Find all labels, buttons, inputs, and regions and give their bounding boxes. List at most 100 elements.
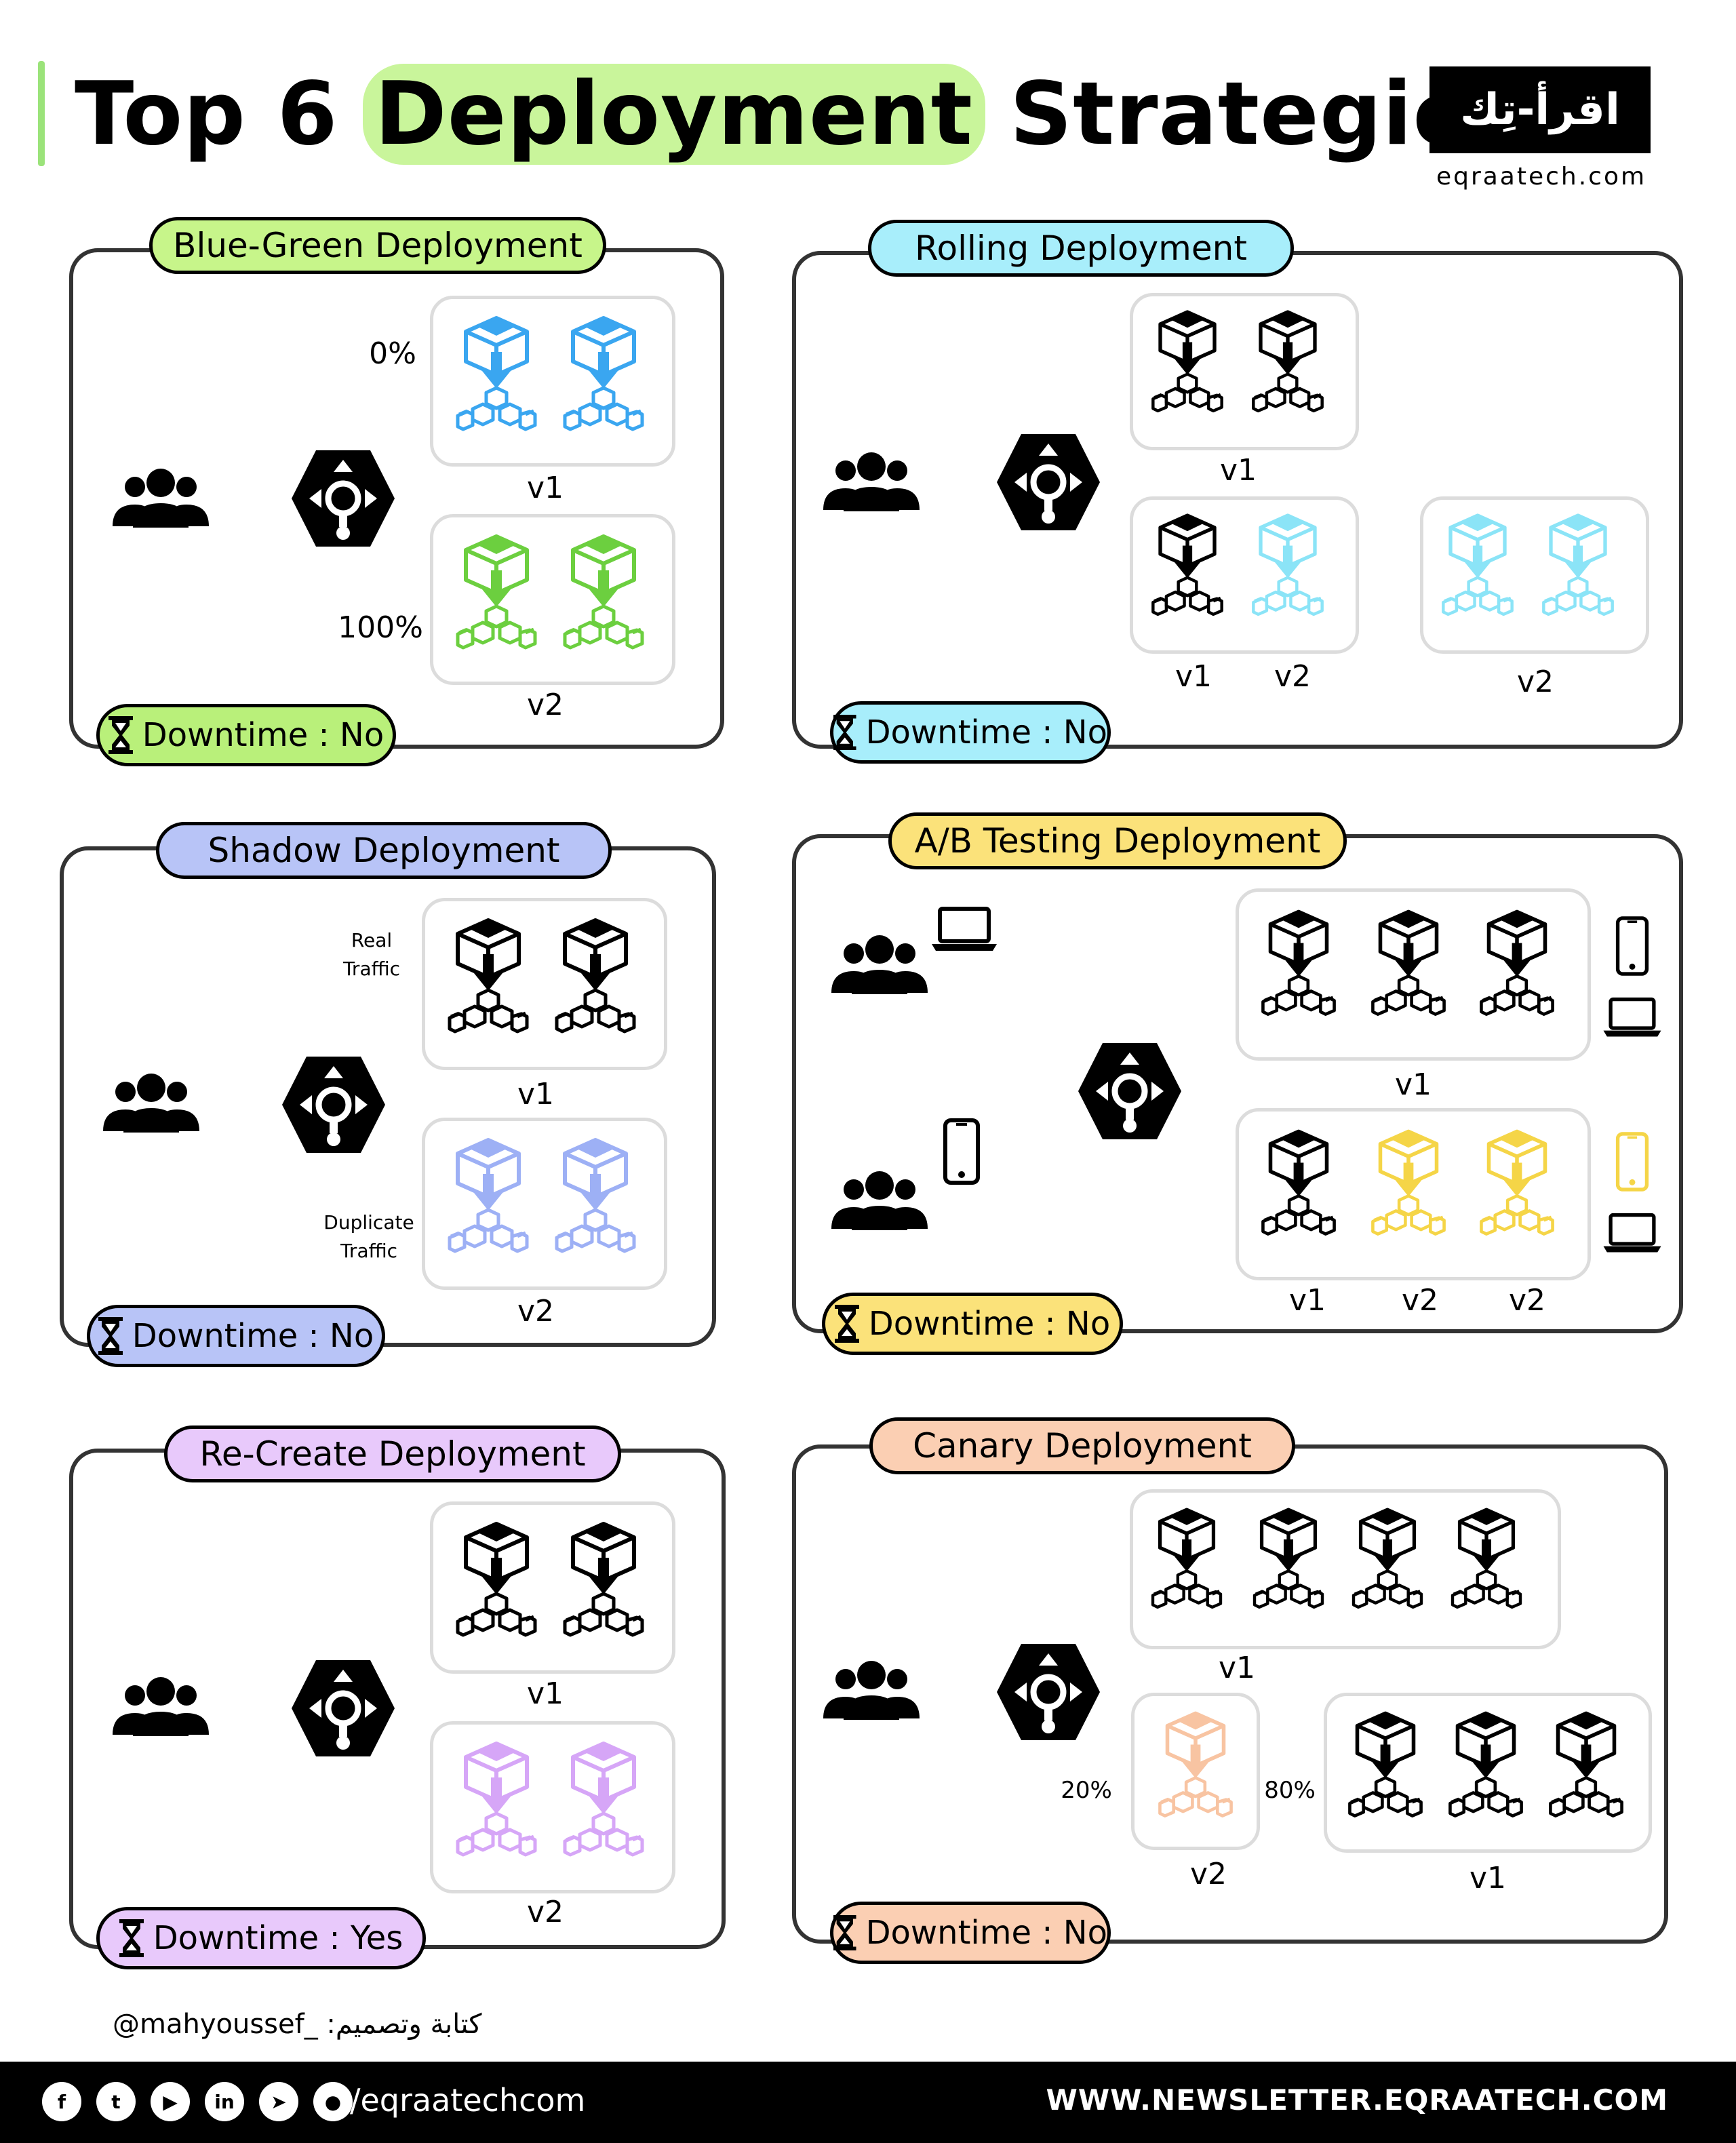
load-balancer-icon <box>994 1641 1103 1743</box>
v1-main-environment-box <box>1324 1693 1652 1853</box>
downtime-badge: Downtime : Yes <box>96 1907 426 1969</box>
v1-environment-box <box>430 1501 675 1674</box>
recreate-title: Re-Create Deployment <box>164 1426 621 1482</box>
percentage-label: 20% <box>1061 1777 1112 1804</box>
hourglass-icon <box>98 1317 123 1355</box>
downtime-text: Downtime : No <box>865 713 1107 751</box>
users-icon <box>829 1169 930 1234</box>
facebook-icon[interactable]: f <box>42 2082 81 2121</box>
title-prefix: Top 6 <box>75 63 338 165</box>
v1-environment-box <box>422 898 667 1070</box>
service-icon <box>551 1135 639 1257</box>
downtime-badge: Downtime : No <box>822 1293 1123 1355</box>
service-icon <box>559 531 648 653</box>
downtime-text: Downtime : No <box>865 1914 1107 1952</box>
footer-bar: f t ▶ in ➤ ● /eqraatechcom WWW.NEWSLETTE… <box>0 2062 1736 2143</box>
downtime-badge: Downtime : No <box>830 1902 1111 1964</box>
rolling-title: Rolling Deployment <box>868 220 1294 277</box>
service-icon <box>452 531 540 653</box>
version-label: v1 <box>526 471 564 505</box>
service-icon <box>1155 1708 1236 1821</box>
version-label: v1 <box>1219 453 1257 488</box>
v1-environment-box <box>1130 1489 1561 1649</box>
title-accent-bar <box>38 61 45 166</box>
laptop-icon <box>1602 997 1663 1039</box>
phone-icon <box>1615 1131 1649 1192</box>
v1-environment-box <box>430 296 675 467</box>
downtime-text: Downtime : No <box>142 716 384 754</box>
version-label: v1 <box>1469 1861 1507 1895</box>
version-label: v1 <box>1218 1651 1256 1685</box>
service-icon <box>1539 511 1617 619</box>
users-icon <box>821 450 922 515</box>
hourglass-icon <box>833 713 856 751</box>
service-icon <box>1438 511 1517 619</box>
service-icon <box>452 1518 540 1640</box>
downtime-text: Downtime : No <box>132 1317 374 1355</box>
newsletter-link[interactable]: WWW.NEWSLETTER.EQRAATECH.COM <box>1046 2083 1668 2117</box>
service-icon <box>559 313 648 435</box>
users-icon <box>821 1659 922 1724</box>
users-icon <box>829 933 930 998</box>
youtube-icon[interactable]: ▶ <box>151 2082 190 2121</box>
v1-environment-box <box>1130 293 1359 450</box>
version-label: v1 <box>1394 1067 1432 1102</box>
telegram-icon[interactable]: ➤ <box>259 2082 298 2121</box>
downtime-badge: Downtime : No <box>87 1305 385 1367</box>
v2-shadow-environment-box <box>422 1118 667 1290</box>
service-icon <box>452 1738 540 1860</box>
service-icon <box>559 1518 648 1640</box>
service-icon <box>1148 1505 1225 1612</box>
service-icon <box>452 313 540 435</box>
twitter-icon[interactable]: t <box>96 2082 136 2121</box>
service-icon <box>1476 1126 1558 1239</box>
load-balancer-icon <box>279 1054 388 1156</box>
version-label: v1 <box>1175 659 1212 694</box>
version-label: v2 <box>517 1294 555 1329</box>
downtime-badge: Downtime : No <box>830 701 1111 764</box>
load-balancer-icon <box>994 431 1103 533</box>
service-icon <box>1345 1708 1426 1821</box>
load-balancer-icon <box>1076 1040 1184 1142</box>
service-icon <box>1148 511 1227 619</box>
title-highlight: Deployment <box>362 63 985 165</box>
service-icon <box>444 1135 532 1257</box>
hourglass-icon <box>108 716 133 754</box>
version-label: v2 <box>526 688 564 722</box>
eqraatech-logo[interactable]: اقرأ-تِك <box>1429 66 1651 153</box>
hourglass-icon <box>119 1919 144 1957</box>
linkedin-icon[interactable]: in <box>205 2082 244 2121</box>
page-title: Top 6 Deployment Strategies <box>75 60 1524 168</box>
version-label: v1 <box>526 1676 564 1711</box>
service-icon <box>1258 1126 1339 1239</box>
users-icon <box>100 1072 202 1137</box>
canary-title: Canary Deployment <box>869 1417 1295 1474</box>
service-icon <box>1248 307 1327 416</box>
version-label: v2 <box>526 1895 564 1929</box>
load-balancer-icon <box>292 450 395 547</box>
service-icon <box>1349 1505 1426 1612</box>
github-icon[interactable]: ● <box>313 2082 353 2121</box>
service-icon <box>1476 907 1558 1019</box>
service-icon <box>1368 907 1449 1019</box>
canary-environment-box <box>1131 1693 1260 1850</box>
service-icon <box>1148 307 1227 416</box>
downtime-text: Downtime : No <box>868 1305 1111 1343</box>
ab-testing-title: A/B Testing Deployment <box>888 812 1347 869</box>
v1-environment-box <box>1236 888 1591 1061</box>
phone-icon <box>1615 916 1649 977</box>
hourglass-icon <box>833 1914 856 1952</box>
load-balancer-icon <box>289 1657 397 1759</box>
downtime-badge: Downtime : No <box>96 704 396 766</box>
social-handle[interactable]: /eqraatechcom <box>350 2082 586 2119</box>
laptop-icon <box>1602 1213 1663 1255</box>
percentage-label: 80% <box>1264 1777 1316 1804</box>
v2-environment-box <box>1420 496 1649 654</box>
shadow-title: Shadow Deployment <box>156 822 612 879</box>
logo-url[interactable]: eqraatech.com <box>1436 163 1647 191</box>
mixed-environment-box <box>1130 496 1359 654</box>
blue-green-title: Blue-Green Deployment <box>149 217 606 274</box>
version-label: v1 <box>1288 1283 1326 1318</box>
service-icon <box>1445 1708 1526 1821</box>
